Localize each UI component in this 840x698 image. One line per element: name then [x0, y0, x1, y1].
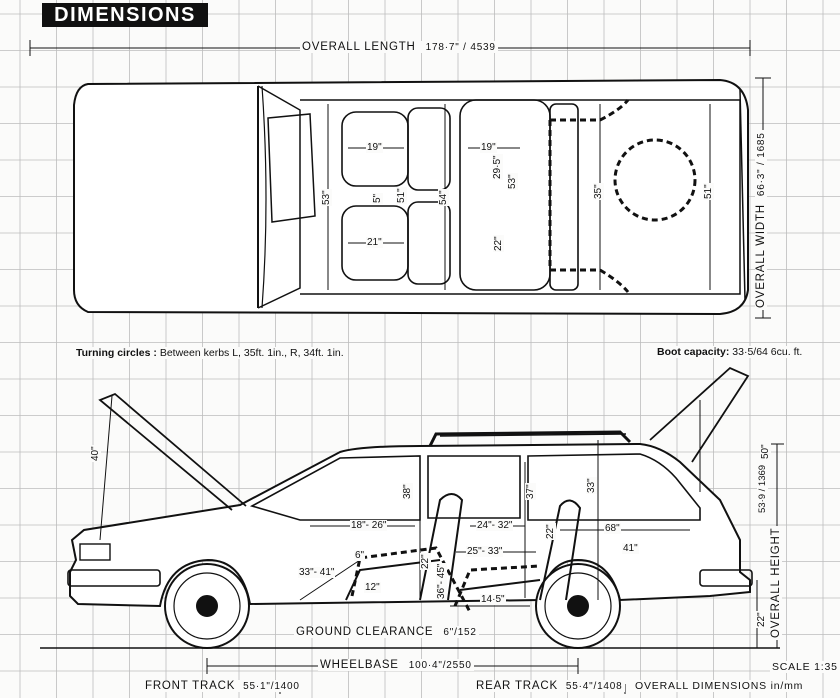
dim-rear-head: 37" — [525, 483, 536, 500]
dim-front-head: 38" — [402, 483, 413, 500]
rear-track-value: 55·4"/1408 — [565, 681, 623, 692]
ground-clearance: GROUND CLEARANCE 6"/152 — [294, 626, 479, 638]
dim-tailgate-height: 41" — [622, 543, 639, 554]
turning-circles-label: Turning circles : — [76, 347, 157, 359]
overall-width-value: 66·3" / 1685 — [756, 132, 767, 197]
dim-cushion-2: 36"- 45" — [436, 562, 447, 600]
dim-front-heel: 22" — [420, 553, 431, 570]
dim-front-seat-height: 6" — [354, 550, 366, 561]
dim-cargo-length: 68" — [604, 523, 621, 534]
dim-tailgate: 50" — [760, 443, 771, 460]
overall-height-label: OVERALL HEIGHT — [770, 525, 782, 640]
scale-note: SCALE 1:35 — [770, 661, 840, 673]
dim-rear-seat-width-2: 22" — [493, 235, 504, 252]
overall-height-value: 53·9 / 1369 — [757, 463, 768, 514]
overall-length-text: OVERALL LENGTH — [302, 41, 416, 53]
page-title: DIMENSIONS — [42, 3, 208, 27]
dim-bonnet: 40" — [90, 445, 101, 462]
front-track-label: FRONT TRACK — [145, 680, 236, 692]
dim-pedal: 33"- 41" — [298, 567, 336, 578]
dim-front-seat-width-2: 21" — [366, 237, 383, 248]
ground-clearance-label: GROUND CLEARANCE — [296, 626, 434, 638]
dim-rear-seat-width-1: 19" — [480, 142, 497, 153]
dim-seat-depth: 51" — [396, 187, 407, 204]
dim-seat-cushion: 12" — [364, 582, 381, 593]
dim-load-width: 51" — [703, 183, 714, 200]
boot-capacity-value: 33·5/64 6cu. ft. — [732, 346, 803, 358]
plan-view — [73, 78, 749, 316]
dim-knee: 25"- 33" — [466, 546, 504, 557]
overall-width-label: OVERALL WIDTH 66·3" / 1685 — [755, 130, 767, 310]
side-view — [40, 366, 780, 649]
dim-ground-height: 22" — [756, 611, 767, 628]
dim-rear-seat-height: 22" — [545, 523, 556, 540]
dim-rear-seat-depth-1: 29·5" — [492, 154, 503, 180]
dim-cargo-width: 35" — [593, 183, 604, 200]
turning-circles-value: Between kerbs L, 35ft. 1in., R, 34ft. 1i… — [159, 347, 344, 359]
units-note: OVERALL DIMENSIONS in/mm — [633, 680, 806, 692]
dim-front-seat-width-1: 19" — [366, 142, 383, 153]
rear-track: REAR TRACK 55·4"/1408 — [474, 680, 625, 692]
boot-capacity-label: Boot capacity: — [657, 346, 730, 358]
wheelbase-label: WHEELBASE — [320, 659, 399, 671]
boot-capacity: Boot capacity: 33·5/64 6cu. ft. — [655, 346, 805, 358]
overall-length-label: OVERALL LENGTH 178·7" / 4539 — [300, 41, 498, 53]
dim-between-seats: 5" — [372, 192, 383, 204]
dim-rear-seat-depth-2: 53" — [507, 173, 518, 190]
dim-mid-width: 54" — [438, 189, 449, 206]
ground-clearance-value: 6"/152 — [443, 627, 477, 638]
dim-front-width: 53" — [321, 189, 332, 206]
wheelbase: WHEELBASE 100·4"/2550 — [318, 659, 474, 671]
front-track-value: 55·1"/1400 — [243, 681, 300, 692]
dim-floor: 14·5" — [480, 594, 506, 605]
dim-rear-leg: 24"- 32" — [476, 520, 514, 531]
wheelbase-value: 100·4"/2550 — [408, 660, 472, 671]
dim-roof-floor: 33" — [586, 477, 597, 494]
overall-length-value: 178·7" / 4539 — [425, 42, 496, 53]
rear-track-label: REAR TRACK — [476, 680, 558, 692]
turning-circles: Turning circles : Between kerbs L, 35ft.… — [74, 347, 346, 359]
overall-width-text: OVERALL WIDTH — [755, 204, 767, 308]
dim-front-leg: 18"- 26" — [350, 520, 388, 531]
front-track: FRONT TRACK 55·1"/1400 — [143, 680, 302, 692]
